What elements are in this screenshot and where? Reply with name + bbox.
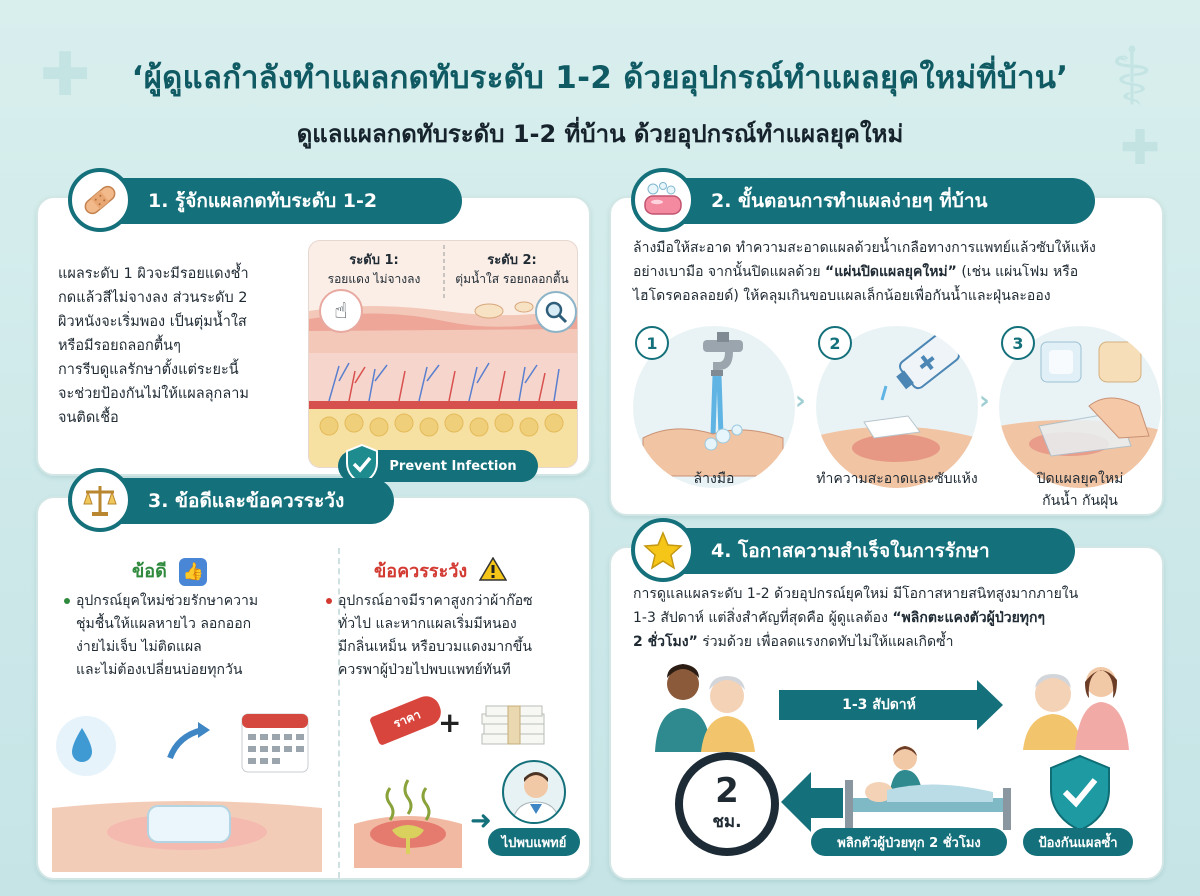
text-line: ล้างมือให้สะอาด ทำความสะอาดแผลด้วยน้ำเกล… — [633, 240, 1096, 256]
price-tag-icon: ราคา — [368, 691, 446, 747]
clock-unit: ชม. — [712, 811, 742, 832]
card-steps: 2. ขั้นตอนการทำแผลง่ายๆ ที่บ้าน ล้างมือใ… — [609, 168, 1164, 516]
scale-icon — [68, 468, 132, 532]
card-heading: 3. ข้อดีและข้อควรระวัง — [68, 468, 394, 532]
step-number: 2 — [818, 326, 852, 360]
card-heading-text: 1. รู้จักแผลกดทับระดับ 1-2 — [148, 190, 378, 212]
page-title: ‘ผู้ดูแลกำลังทำแผลกดทับระดับ 1-2 ด้วยอุป… — [131, 60, 1069, 96]
arrow-left-head — [781, 772, 811, 832]
text-line: การรีบดูแลรักษาตั้งแต่ระยะนี้ — [58, 362, 239, 378]
text-line: กดแล้วสีไม่จางลง ส่วนระดับ 2 — [58, 290, 248, 306]
card-heading: 4. โอกาสความสำเร็จในการรักษา — [631, 518, 1075, 582]
moisture-calendar-illustration — [52, 713, 322, 872]
caregiver-elder-illustration — [655, 664, 755, 752]
infected-wound-illustration — [354, 779, 462, 868]
pros-text: อุปกรณ์ยุคใหม่ช่วยรักษาความ ชุ่มชื้นให้แ… — [64, 590, 326, 682]
shield-check-icon — [1050, 754, 1110, 832]
card-paragraph: ล้างมือให้สะอาด ทำความสะอาดแผลด้วยน้ำเกล… — [633, 236, 1148, 308]
text-line: ไฮโดรคอลลอยด์) ให้คลุมเกินขอบแผลเล็กน้อย… — [633, 288, 1051, 304]
column-divider — [338, 548, 340, 878]
arrow-head — [977, 680, 1003, 730]
pros-title: ข้อดี 👍 — [132, 556, 208, 586]
bg-stethoscope-icon: ⚕ — [1110, 30, 1154, 123]
step-caption: ล้างมือ — [693, 471, 735, 487]
skin-layers-illustration — [309, 245, 577, 467]
text-line: จะช่วยป้องกันไม่ให้แผลลุกลาม — [58, 386, 249, 402]
cons-list: อุปกรณ์อาจมีราคาสูงกว่าผ้าก๊อซ ทั่วไป แล… — [326, 590, 578, 682]
touch-icon: ☝ — [319, 289, 363, 333]
card-heading-text: 3. ข้อดีและข้อควรระวัง — [148, 490, 345, 512]
arrow-right-icon: ➜ — [470, 806, 492, 836]
star-icon — [631, 518, 695, 582]
step-caption: ทำความสะอาดและซับแห้ง — [816, 471, 978, 487]
clock-number: 2 — [715, 770, 739, 811]
gauze-stack-icon — [481, 705, 545, 745]
text-line: หรือมีรอยถลอกตื้นๆ — [58, 338, 181, 354]
magnifier-icon — [535, 291, 577, 333]
step-caption: ปิดแผลยุคใหม่ กันน้ำ กันฝุ่น — [1036, 471, 1124, 509]
turn-every-2-hours-label: พลิกตัวผู้ป่วยทุก 2 ชั่วโมง — [811, 828, 1007, 856]
saline-gauze-illustration — [816, 332, 978, 488]
step-number: 3 — [1001, 326, 1035, 360]
bandage-icon — [68, 168, 132, 232]
card-paragraph: แผลระดับ 1 ผิวจะมีรอยแดงช้ำ กดแล้วสีไม่จ… — [58, 262, 298, 430]
bed-turning-illustration — [845, 746, 1011, 830]
step-number: 1 — [635, 326, 669, 360]
caregiver-elder-happy-illustration — [1023, 667, 1129, 750]
weeks-arrow: 1-3 สัปดาห์ — [779, 690, 979, 720]
text-line: ผิวหนังจะเริ่มพอง เป็นตุ่มน้ำใส — [58, 314, 247, 330]
text-line: จนติดเชื้อ — [58, 410, 119, 426]
clock-icon: 2 ชม. — [675, 752, 779, 856]
faucet-hands-illustration — [642, 332, 784, 477]
cons-title: ข้อควรระวัง — [374, 556, 508, 585]
pros-list: อุปกรณ์ยุคใหม่ช่วยรักษาความ ชุ่มชื้นให้แ… — [64, 590, 326, 682]
doctor-avatar — [502, 760, 566, 824]
chevron-right-icon: › — [979, 386, 990, 416]
step-apply-dressing — [999, 326, 1161, 488]
prevent-recurrence-label: ป้องกันแผลซ้ำ — [1023, 828, 1133, 856]
see-doctor-button[interactable]: ไปพบแพทย์ — [488, 828, 580, 856]
card-heading-text: 4. โอกาสความสำเร็จในการรักษา — [711, 540, 990, 562]
card-pros-cons: 3. ข้อดีและข้อควรระวัง ข้อดี 👍 อุปกรณ์ยุ… — [36, 468, 591, 880]
text-line: การดูแลแผลระดับ 1-2 ด้วยอุปกรณ์ยุคใหม่ ม… — [633, 586, 1079, 602]
text-line: อย่างเบามือ จากนั้นปิดแผลด้วย “แผ่นปิดแผ… — [633, 264, 1079, 280]
card-paragraph: การดูแลแผลระดับ 1-2 ด้วยอุปกรณ์ยุคใหม่ ม… — [633, 582, 1153, 654]
soap-icon — [631, 168, 695, 232]
card-heading-text: 2. ขั้นตอนการทำแผลง่ายๆ ที่บ้าน — [711, 190, 988, 212]
shield-check-icon — [346, 443, 378, 485]
cons-text: อุปกรณ์อาจมีราคาสูงกว่าผ้าก๊อซ ทั่วไป แล… — [326, 590, 578, 682]
card-heading: 2. ขั้นตอนการทำแผลง่ายๆ ที่บ้าน — [631, 168, 1095, 232]
plus-icon: + — [438, 706, 462, 739]
card-heading: 1. รู้จักแผลกดทับระดับ 1-2 — [68, 168, 462, 232]
warning-icon — [479, 556, 508, 582]
stage1-label: ระดับ 1: รอยแดง ไม่จางลง — [327, 253, 421, 286]
skin-stage-illustration: ระดับ 1: รอยแดง ไม่จางลง ระดับ 2: ตุ่มน้… — [308, 240, 578, 468]
dressing-illustration — [999, 341, 1161, 488]
text-line: แผลระดับ 1 ผิวจะมีรอยแดงช้ำ — [58, 266, 249, 282]
bg-cross-icon: ✚ — [40, 40, 91, 110]
text-line: 1-3 สัปดาห์ แต่สิ่งสำคัญที่สุดคือ ผู้ดูแ… — [633, 610, 1046, 626]
chevron-right-icon: › — [795, 386, 806, 416]
text-line: 2 ชั่วโมง” ร่วมด้วย เพื่อลดแรงกดทับไม่ให… — [633, 634, 954, 650]
stage2-label: ระดับ 2: ตุ่มน้ำใส รอยถลอกตื้น — [455, 253, 569, 286]
page-subtitle: ดูแลแผลกดทับระดับ 1-2 ที่บ้าน ด้วยอุปกรณ… — [296, 120, 904, 148]
bg-cross-icon: ✚ — [1120, 120, 1161, 176]
turn-arrow-bar — [809, 788, 843, 818]
thumbs-up-icon: 👍 — [179, 558, 208, 586]
card-know-wounds: 1. รู้จักแผลกดทับระดับ 1-2 แผลระดับ 1 ผิ… — [36, 168, 591, 485]
card-success: 4. โอกาสความสำเร็จในการรักษา การดูแลแผลร… — [609, 518, 1164, 880]
